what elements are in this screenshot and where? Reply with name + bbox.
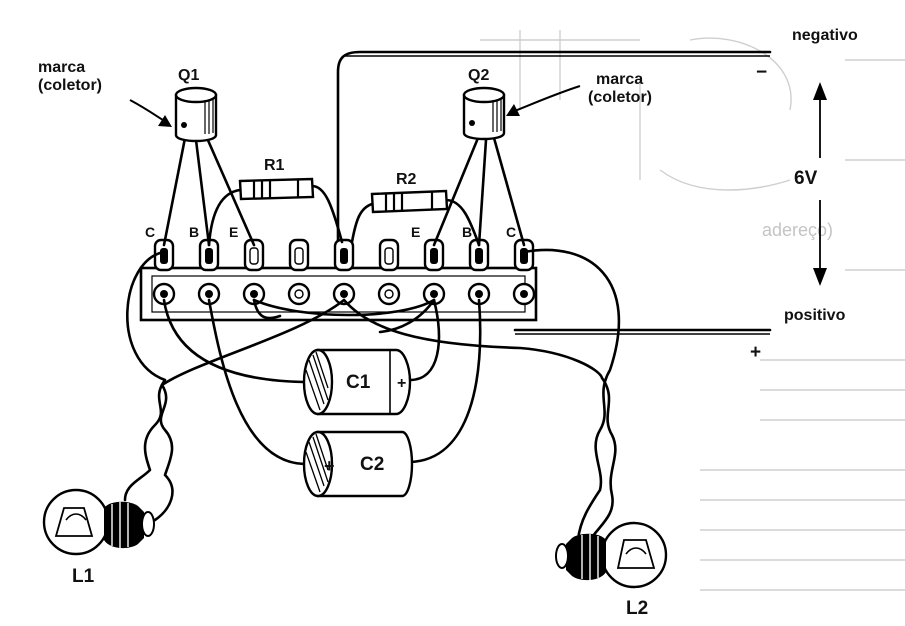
pin-b-right-label: B <box>462 224 472 240</box>
voltage-arrow <box>813 82 827 286</box>
capacitor-c2: + <box>207 298 482 498</box>
q2-label: Q2 <box>468 67 489 84</box>
supply-wires <box>336 50 772 335</box>
terminal-lug <box>242 238 266 306</box>
terminal-lug <box>467 238 491 306</box>
lamp-l1 <box>42 488 155 556</box>
q1-mark-label-line2: (coletor) <box>38 77 102 94</box>
terminal-strip <box>139 238 538 322</box>
q2-mark-label-line2: (coletor) <box>588 89 652 106</box>
collector-mark-arrows <box>129 85 581 127</box>
transistor-q1 <box>162 86 256 247</box>
pin-e-right-label: E <box>411 224 420 240</box>
c2-label: C2 <box>360 454 384 475</box>
q2-mark-label-line1: marca <box>596 71 643 88</box>
lamp-l1-wiring <box>123 250 346 522</box>
c1-label: C1 <box>346 372 371 393</box>
r1-label: R1 <box>264 157 285 174</box>
q1-mark-label-line1: marca <box>38 59 85 76</box>
resistor-r2 <box>350 189 481 247</box>
pin-c-left-label: C <box>145 224 155 240</box>
r2-label: R2 <box>396 171 417 188</box>
positive-label: positivo <box>784 307 846 324</box>
negative-label: negativo <box>792 27 858 44</box>
pin-e-left-label: E <box>229 224 238 240</box>
l2-label: L2 <box>626 598 648 619</box>
pin-b-left-label: B <box>189 224 199 240</box>
q1-label: Q1 <box>178 67 199 84</box>
bleed-text: adereço) <box>762 220 833 240</box>
plus-sign-icon: + <box>324 456 335 476</box>
transistor-q2 <box>432 86 526 247</box>
terminal-lug <box>377 238 401 306</box>
terminal-lug <box>422 238 446 306</box>
pin-c-right-label: C <box>506 224 516 240</box>
positive-sign: + <box>750 342 761 363</box>
negative-sign: − <box>756 62 767 83</box>
lamp-l2 <box>555 521 668 589</box>
voltage-label: 6V <box>794 168 818 189</box>
plus-sign-icon: + <box>397 375 406 392</box>
resistor-r1 <box>207 177 344 247</box>
terminal-lug <box>287 238 311 306</box>
lamp-l2-wiring <box>252 248 621 542</box>
terminal-lug <box>332 238 356 306</box>
l1-label: L1 <box>72 566 95 587</box>
bleed-through-background: adereço) <box>480 30 905 591</box>
capacitor-c1: + <box>162 298 441 416</box>
